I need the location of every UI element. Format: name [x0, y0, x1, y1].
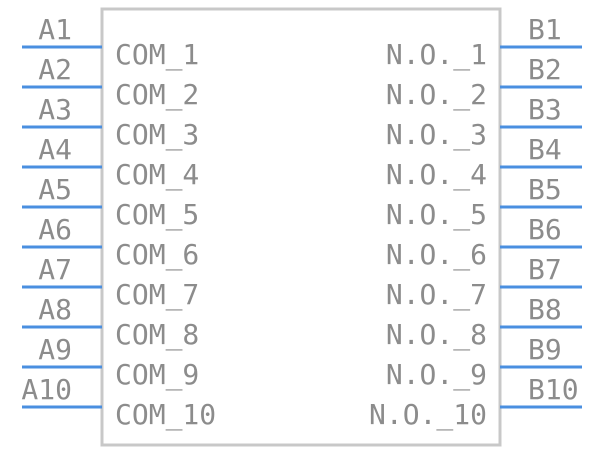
pin-label-a2: COM_2	[115, 78, 199, 112]
pin-label-a3: COM_3	[115, 118, 199, 152]
pin-label-b8: N.O._8	[386, 318, 487, 352]
pin-label-b4: N.O._4	[386, 158, 487, 192]
pin-number-a6: A6	[38, 213, 72, 246]
pin-number-b7: B7	[528, 253, 562, 286]
pin-number-a3: A3	[38, 93, 72, 126]
pin-label-b1: N.O._1	[386, 38, 487, 72]
right-pin-group: B1N.O._1 B2N.O._2 B3N.O._3 B4N.O._4 B5N.O._5…	[369, 13, 582, 432]
pin-number-b4: B4	[528, 133, 562, 166]
pin-number-b9: B9	[528, 333, 562, 366]
pin-number-a9: A9	[38, 333, 72, 366]
pin-number-a5: A5	[38, 173, 72, 206]
pin-label-b9: N.O._9	[386, 358, 487, 392]
pin-label-a5: COM_5	[115, 198, 199, 232]
pin-label-a10: COM_10	[115, 398, 216, 432]
pin-label-b10: N.O._10	[369, 398, 487, 432]
pin-number-b5: B5	[528, 173, 562, 206]
pin-number-b6: B6	[528, 213, 562, 246]
pin-number-a7: A7	[38, 253, 72, 286]
pin-number-a4: A4	[38, 133, 72, 166]
pin-number-a8: A8	[38, 293, 72, 326]
pin-number-b3: B3	[528, 93, 562, 126]
pin-number-b10: B10	[528, 373, 579, 406]
pin-label-a4: COM_4	[115, 158, 199, 192]
pin-number-a10: A10	[21, 373, 72, 406]
component-body	[100, 7, 502, 447]
pin-label-b3: N.O._3	[386, 118, 487, 152]
pin-label-a1: COM_1	[115, 38, 199, 72]
pin-number-a2: A2	[38, 53, 72, 86]
pin-label-a7: COM_7	[115, 278, 199, 312]
pin-label-b6: N.O._6	[386, 238, 487, 272]
pin-label-a9: COM_9	[115, 358, 199, 392]
pin-label-a8: COM_8	[115, 318, 199, 352]
pin-number-b8: B8	[528, 293, 562, 326]
pin-label-b7: N.O._7	[386, 278, 487, 312]
pin-label-b2: N.O._2	[386, 78, 487, 112]
pin-label-a6: COM_6	[115, 238, 199, 272]
pin-label-b5: N.O._5	[386, 198, 487, 232]
pin-number-b1: B1	[528, 13, 562, 46]
pin-number-a1: A1	[38, 13, 72, 46]
pin-number-b2: B2	[528, 53, 562, 86]
